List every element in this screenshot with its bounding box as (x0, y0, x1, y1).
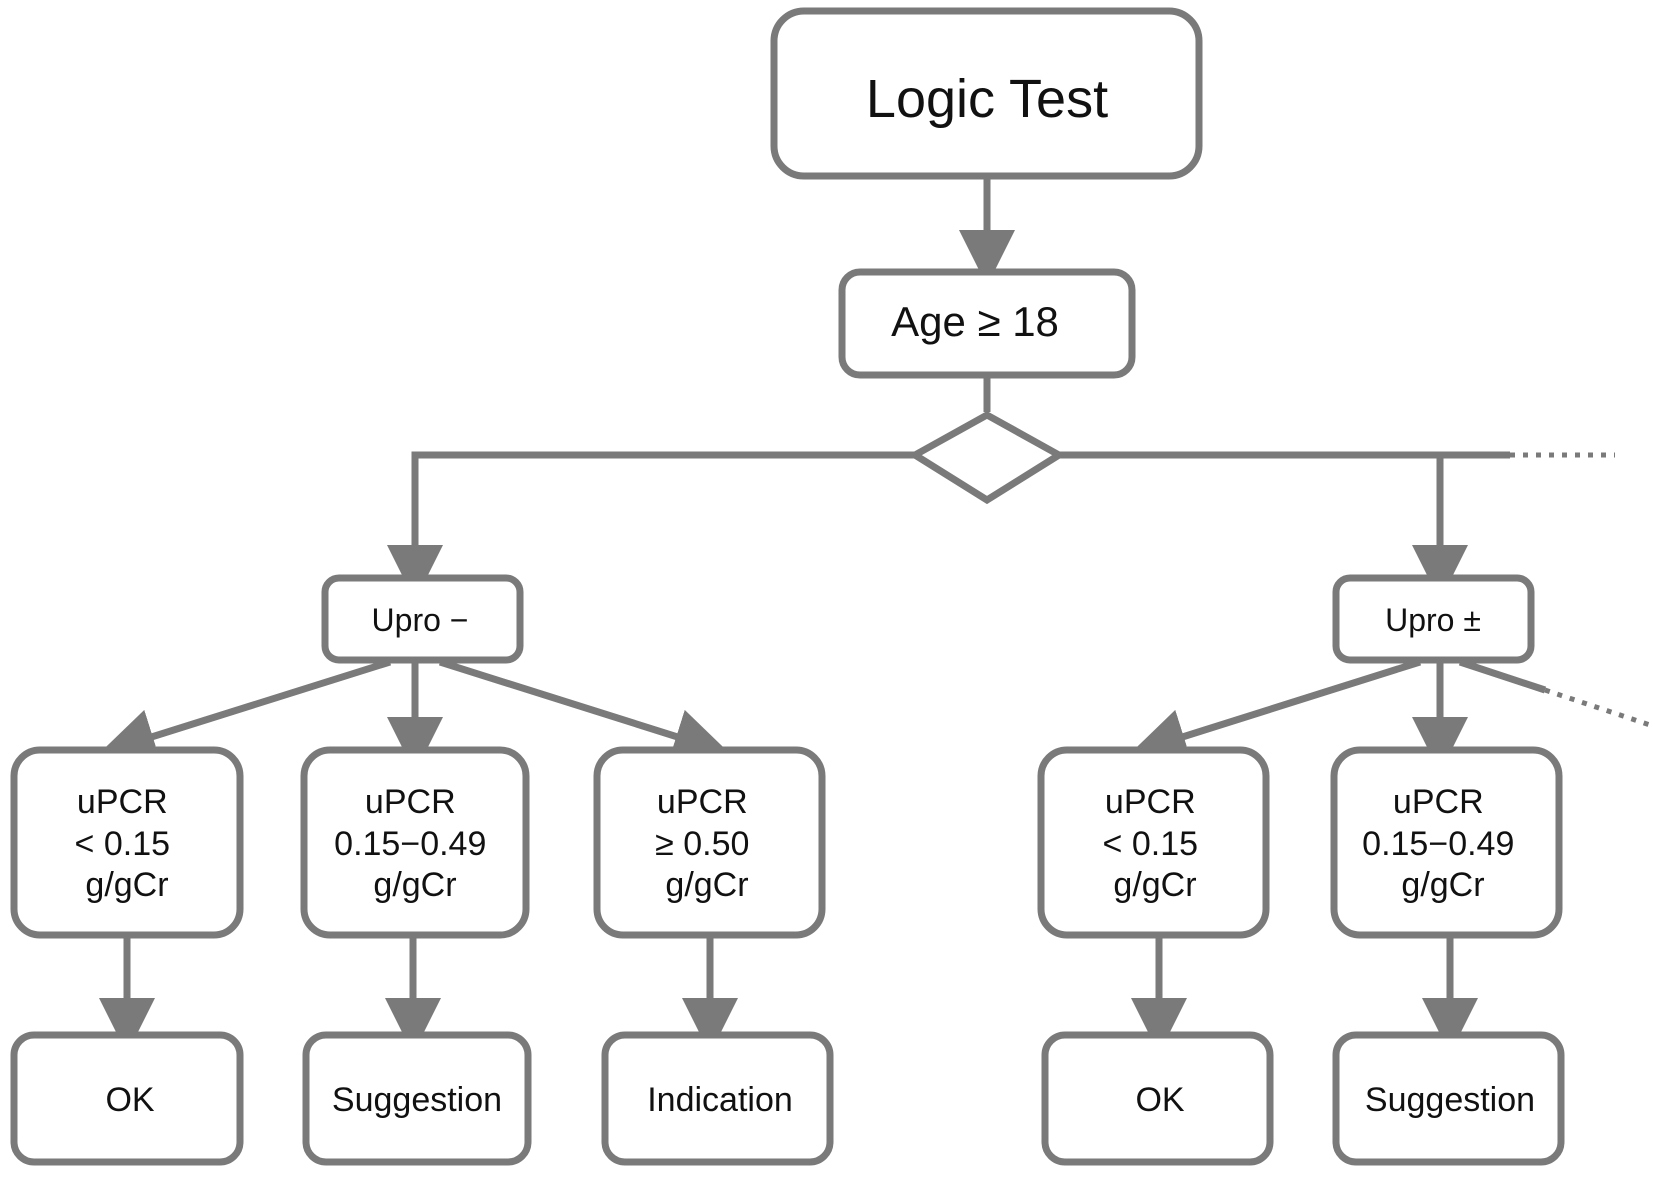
line-upro-pm-extra (1458, 658, 1547, 694)
svg-text:uPCR ≥ 0.50 g/gCr: uPCR ≥ 0.50 g/gCr (655, 783, 759, 904)
result-3-label: Indication (647, 1081, 793, 1119)
upro-pm-label: Upro ± (1385, 602, 1481, 638)
dotted-continuation-bottom (1544, 687, 1651, 728)
condition-node-5: uPCR 0.15−0.49 g/gCr (1330, 746, 1563, 939)
condition-node-4: uPCR < 0.15 g/gCr (1037, 746, 1270, 939)
condition-2-line-1: uPCR (365, 783, 456, 821)
condition-4-line-3: g/gCr (1113, 866, 1196, 904)
svg-text:uPCR < 0.15 g/gCr: uPCR < 0.15 g/gCr (1103, 783, 1208, 904)
condition-3-line-3: g/gCr (665, 866, 748, 904)
result-node-3: Indication (601, 1031, 834, 1166)
condition-4-line-2: < 0.15 (1103, 825, 1198, 863)
result-4-label: OK (1135, 1081, 1184, 1119)
result-node-1: OK (10, 1031, 244, 1166)
arrow-upro-pm-to-cond-1 (1130, 658, 1422, 764)
condition-1-line-3: g/gCr (85, 866, 168, 904)
root-label: Logic Test (866, 69, 1108, 129)
result-1-label: OK (105, 1081, 154, 1119)
condition-1-line-2: < 0.15 (75, 825, 170, 863)
condition-node-3: uPCR ≥ 0.50 g/gCr (593, 746, 826, 939)
result-node-2: Suggestion (302, 1031, 532, 1166)
condition-1-line-1: uPCR (77, 783, 168, 821)
condition-2-line-3: g/gCr (373, 866, 456, 904)
condition-5-line-3: g/gCr (1401, 866, 1484, 904)
condition-4-line-1: uPCR (1105, 783, 1196, 821)
age-label: Age ≥ 18 (891, 298, 1059, 345)
result-5-label: Suggestion (1365, 1081, 1535, 1119)
line-decision-left-branch (387, 451, 915, 601)
root-node: Logic Test (770, 7, 1203, 180)
svg-text:uPCR 0.15−0.49 g/g: uPCR 0.15−0.49 g/gCr (334, 783, 496, 904)
connectors (99, 178, 1651, 1054)
condition-2-line-2: 0.15−0.49 (334, 825, 486, 863)
upro-minus-label: Upro − (372, 602, 469, 638)
condition-5-line-1: uPCR (1393, 783, 1484, 821)
arrow-upro-minus-to-cond-3 (438, 658, 730, 764)
condition-node-2: uPCR 0.15−0.49 g/gCr (300, 746, 530, 939)
age-node: Age ≥ 18 (838, 268, 1136, 379)
result-node-5: Suggestion (1332, 1031, 1565, 1166)
condition-node-1: uPCR < 0.15 g/gCr (10, 746, 244, 939)
arrow-upro-minus-to-cond-1 (99, 658, 392, 764)
condition-5-line-2: 0.15−0.49 (1362, 825, 1514, 863)
result-2-label: Suggestion (332, 1081, 502, 1119)
condition-3-line-1: uPCR (657, 783, 748, 821)
upro-minus-node: Upro − (321, 574, 524, 664)
condition-3-line-2: ≥ 0.50 (655, 825, 749, 863)
upro-pm-node: Upro ± (1332, 574, 1535, 664)
decision-diamond (908, 410, 1066, 505)
svg-text:uPCR 0.15−0.49 g/g: uPCR 0.15−0.49 g/gCr (1362, 783, 1524, 904)
result-node-4: OK (1041, 1031, 1274, 1166)
svg-text:uPCR < 0.15 g/gCr: uPCR < 0.15 g/gCr (75, 783, 180, 904)
